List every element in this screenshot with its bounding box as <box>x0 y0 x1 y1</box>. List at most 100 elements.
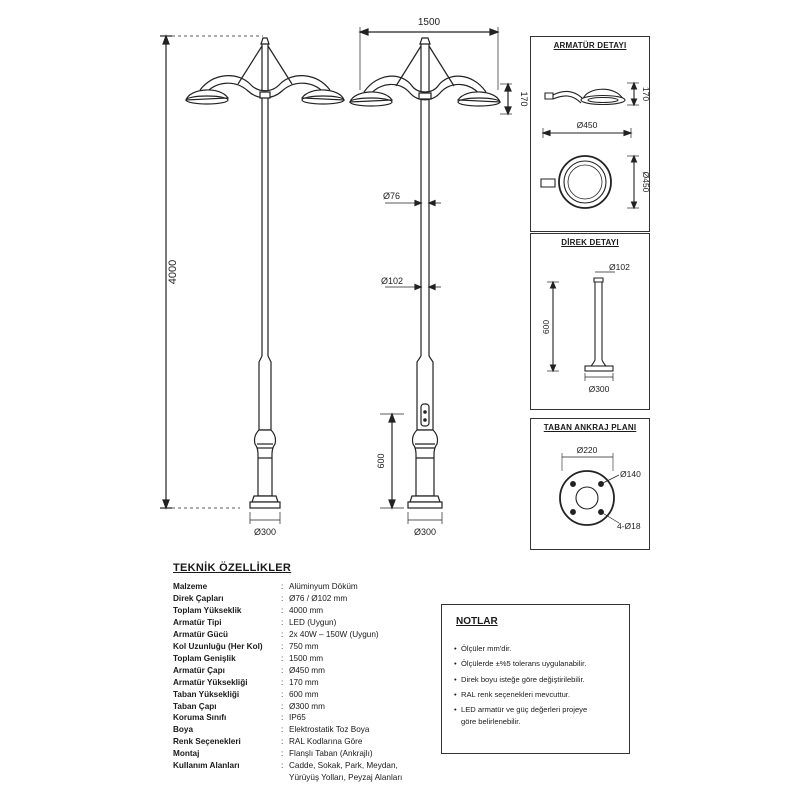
spec-label: Taban Yüksekliği <box>173 689 240 699</box>
bullet-icon: • <box>454 659 457 669</box>
note-item: • Direk boyu isteğe göre değiştirilebilir… <box>454 672 587 687</box>
armature-detail-panel: ARMATÜR DETAYI <box>530 36 650 232</box>
spec-label: Taban Çapı <box>173 701 217 711</box>
base-height-label: 600 <box>376 453 386 468</box>
spec-row: Malzeme:Alüminyum Döküm <box>173 582 358 591</box>
anchor-outer-dia: Ø220 <box>577 445 598 455</box>
spec-row: Renk Seçenekleri:RAL Kodlarına Göre <box>173 737 363 747</box>
spec-label: Armatür Yüksekliği <box>173 677 248 687</box>
fixture-height-label: 170 <box>519 91 529 106</box>
spec-value: LED (Uygun) <box>289 617 337 627</box>
spec-value: Elektrostatik Toz Boya <box>289 725 370 735</box>
spec-value: Alüminyum Döküm <box>289 582 358 591</box>
bullet-icon: • <box>454 644 457 653</box>
note-text: Ölçülerde ±%5 tolerans uygulanabilir. <box>461 659 587 669</box>
spec-value: Cadde, Sokak, Park, Meydan, <box>289 761 398 771</box>
anchor-inner-dia: Ø140 <box>620 469 641 479</box>
spec-value: 1500 mm <box>289 653 324 663</box>
spec-row: Armatür Yüksekliği:170 mm <box>173 677 319 687</box>
base-dia-right-label: Ø300 <box>414 527 436 537</box>
left-pole-elevation <box>185 37 345 524</box>
specs-title: TEKNİK ÖZELLİKLER <box>173 562 292 574</box>
spec-row: Taban Yüksekliği:600 mm <box>173 689 319 699</box>
spec-value: IP65 <box>289 713 306 723</box>
spec-row: Taban Çapı:Ø300 mm <box>173 701 325 711</box>
pole-detail-panel: DİREK DETAYI Ø102 600 Ø300 <box>530 233 650 410</box>
spec-label: Kullanım Alanları <box>173 761 240 771</box>
note-continued: göre belirlenebilir. <box>461 717 521 727</box>
pole-bottom-dia-label: Ø102 <box>381 276 403 286</box>
spec-row: Kol Uzunluğu (Her Kol):750 mm <box>173 641 319 651</box>
spec-label: Renk Seçenekleri <box>173 737 241 747</box>
anchor-holes: 4-Ø18 <box>617 521 641 531</box>
bullet-icon: • <box>454 674 457 684</box>
right-pole-elevation <box>349 27 512 524</box>
armature-height-label: 170 <box>641 87 649 101</box>
spec-label: Montaj <box>173 749 200 759</box>
spec-value: Ø300 mm <box>289 701 325 711</box>
bullet-icon: • <box>454 705 457 715</box>
spec-row: Direk Çapları:Ø76 / Ø102 mm <box>173 593 348 603</box>
spec-value: Ø76 / Ø102 mm <box>289 593 348 603</box>
spec-row: Montaj:Flanşlı Taban (Ankrajlı) <box>173 749 373 759</box>
spec-row: Toplam Yükseklik:4000 mm <box>173 605 324 615</box>
spec-row: Koruma Sınıfı:IP65 <box>173 713 306 723</box>
notes-list: • Ölçüler mm'dir. • Ölçülerde ±%5 tolerans… <box>454 641 587 730</box>
spec-label: Kol Uzunluğu (Her Kol) <box>173 641 263 651</box>
pole-detail-drawing: Ø102 600 Ø300 <box>541 262 630 394</box>
note-text: LED armatür ve güç değerleri projeye <box>461 705 588 715</box>
note-item: • LED armatür ve güç değerleri projeye <box>454 702 587 717</box>
spec-value: Flanşlı Taban (Ankrajlı) <box>289 749 373 759</box>
spec-value: 2x 40W – 150W (Uygun) <box>289 629 379 639</box>
note-item: • RAL renk seçenekleri mevcuttur. <box>454 687 587 702</box>
bullet-icon: • <box>454 689 457 699</box>
spec-row: Boya:Elektrostatik Toz Boya <box>173 725 370 735</box>
height-label: 4000 <box>167 260 179 284</box>
spec-row: Armatür Tipi:LED (Uygun) <box>173 617 337 627</box>
notes-title: NOTLAR <box>456 616 498 627</box>
anchor-plan-drawing: Ø220 Ø140 4-Ø18 <box>559 445 641 531</box>
spec-value: 4000 mm <box>289 605 324 615</box>
spec-label: Armatür Gücü <box>173 629 229 639</box>
spec-label: Toplam Yükseklik <box>173 605 242 615</box>
spec-label: Direk Çapları <box>173 593 224 603</box>
spec-label: Boya <box>173 725 194 735</box>
pole-detail-base-dia: Ø300 <box>589 384 610 394</box>
note-text: Ölçüler mm'dir. <box>461 644 512 653</box>
spec-value: Ø450 mm <box>289 665 325 675</box>
spec-label: Koruma Sınıfı <box>173 713 227 723</box>
pole-detail-height-label: 600 <box>541 320 551 334</box>
armature-width-label: Ø450 <box>577 120 598 130</box>
note-item: • Ölçüler mm'dir. <box>454 641 587 656</box>
spec-label: Malzeme <box>173 582 208 591</box>
spec-value: 170 mm <box>289 677 319 687</box>
anchor-plan-panel: TABAN ANKRAJ PLANI Ø220 Ø140 4-Ø18 <box>530 418 650 550</box>
height-dimension <box>160 34 263 510</box>
spec-label: Armatür Tipi <box>173 617 222 627</box>
pole-top-dia-label: Ø76 <box>383 191 400 201</box>
spec-row: Armatür Gücü:2x 40W – 150W (Uygun) <box>173 629 379 639</box>
pole-detail-top-dia: Ø102 <box>609 262 630 272</box>
notes-panel: NOTLAR • Ölçüler mm'dir. • Ölçülerde ±%5 t… <box>441 604 630 754</box>
width-label: 1500 <box>418 17 441 28</box>
spec-usage-continued: Yürüyüş Yolları, Peyzaj Alanları <box>289 773 403 783</box>
specs-table: Malzeme:Alüminyum Döküm Direk Çapları:Ø7… <box>173 581 402 784</box>
spec-row: Kullanım Alanları:Cadde, Sokak, Park, Me… <box>173 761 398 771</box>
spec-row: Toplam Genişlik:1500 mm <box>173 653 324 663</box>
anchor-plan-title: TABAN ANKRAJ PLANI <box>543 423 637 432</box>
spec-label: Toplam Genişlik <box>173 653 236 663</box>
pole-detail-title: DİREK DETAYI <box>561 238 619 247</box>
note-text: RAL renk seçenekleri mevcuttur. <box>461 689 571 699</box>
spec-value: 600 mm <box>289 689 319 699</box>
spec-value: 750 mm <box>289 641 319 651</box>
base-dia-left-label: Ø300 <box>254 527 276 537</box>
note-text: Direk boyu isteğe göre değiştirilebilir. <box>461 674 585 684</box>
note-item: • Ölçülerde ±%5 tolerans uygulanabilir. <box>454 656 587 671</box>
armature-detail-drawing: 170 Ø450 Ø450 <box>540 81 649 210</box>
armature-plan-dia-label: Ø450 <box>641 172 649 193</box>
armature-detail-title: ARMATÜR DETAYI <box>553 41 627 50</box>
spec-label: Armatür Çapı <box>173 665 225 675</box>
spec-row: Armatür Çapı:Ø450 mm <box>173 665 325 675</box>
spec-value: RAL Kodlarına Göre <box>289 737 363 747</box>
